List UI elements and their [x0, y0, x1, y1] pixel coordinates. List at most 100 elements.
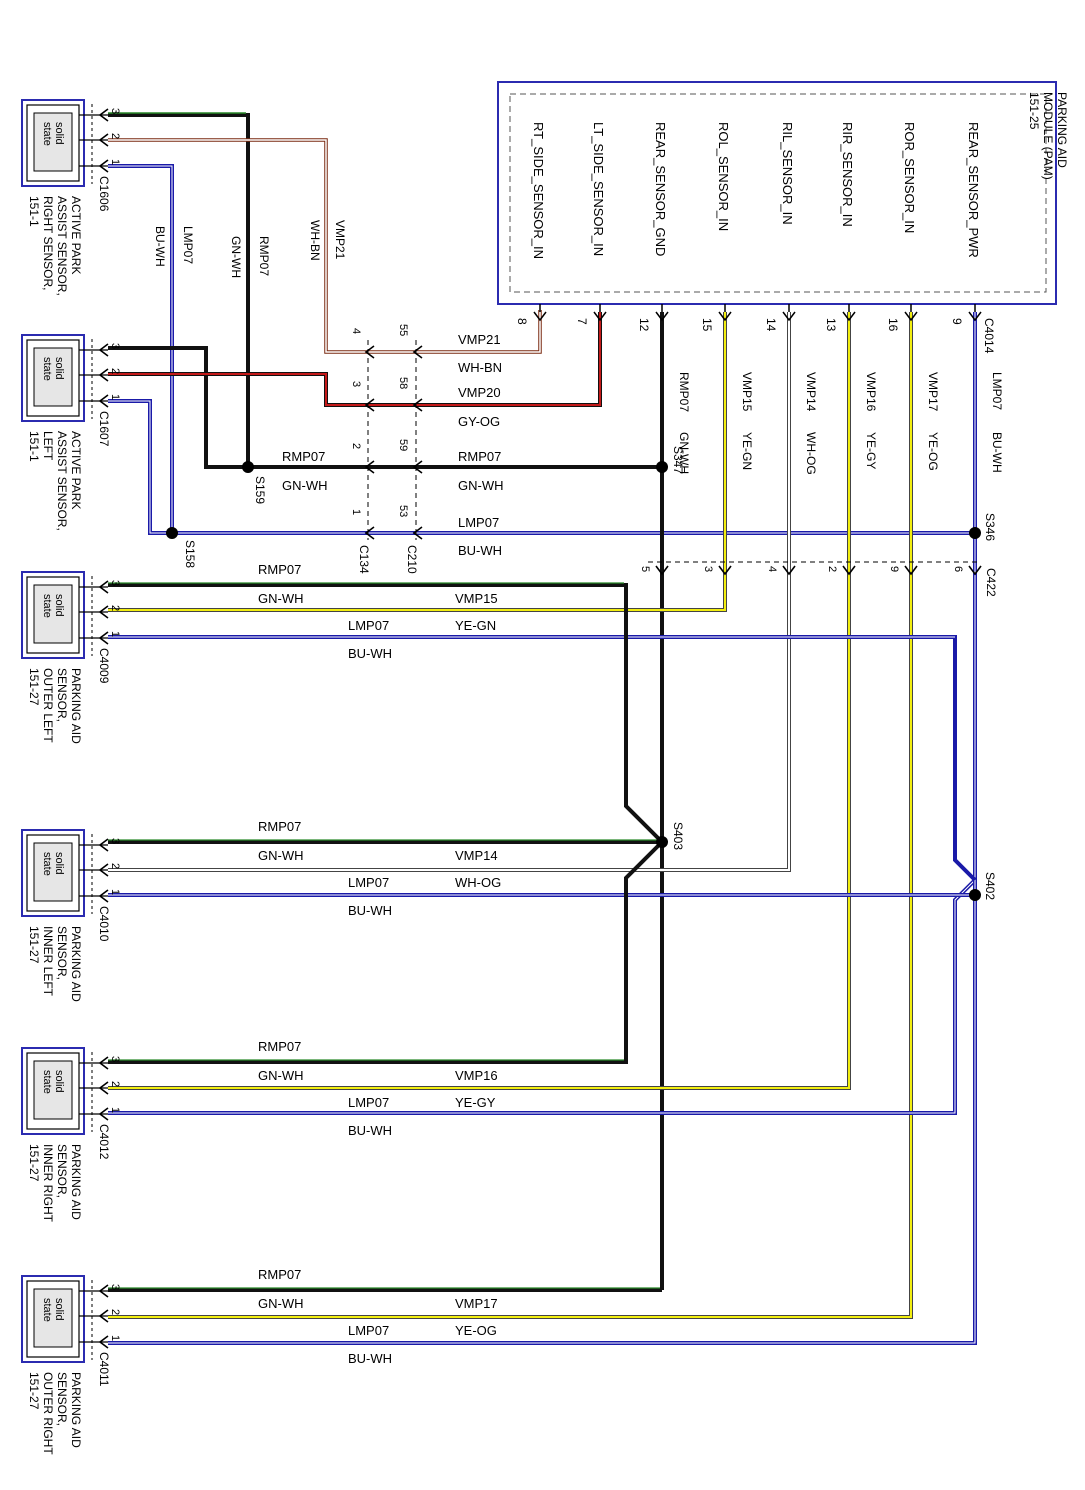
pam-pin-number: 14 — [764, 318, 778, 332]
sensor-inner-frame — [26, 339, 80, 417]
sensor-pin-number: 2 — [109, 1309, 121, 1315]
pam-pin-number: 7 — [575, 318, 589, 325]
sensor-pin-arrow — [98, 889, 109, 903]
splice-label: S346 — [983, 513, 997, 541]
wire-label-vmp20: VMP20 — [458, 385, 501, 400]
sensor-name-line: 151-27 — [27, 668, 41, 706]
sensor-pin-arrow — [98, 838, 109, 852]
pam-pin-arrow — [968, 311, 982, 322]
sensor-connector-label: C4011 — [97, 1352, 111, 1387]
sensor-pin-number: 2 — [109, 368, 121, 374]
wire-label-wh-bn: WH-BN — [458, 360, 502, 375]
inline-arrow — [904, 565, 918, 576]
pam-pin-number: 9 — [950, 318, 964, 325]
wire-label-c4009: VMP15 — [455, 591, 498, 606]
inline-arrow — [412, 460, 423, 474]
pam-wire-color-label: WH-OG — [804, 432, 818, 475]
wire-label-c4012: RMP07 — [258, 1039, 301, 1054]
pam-pin-number: 16 — [886, 318, 900, 332]
sensor-pin-number: 3 — [109, 838, 121, 844]
wire-label-c4012: GN-WH — [258, 1068, 304, 1083]
solid-state-label: state — [41, 1070, 53, 1094]
wire-label-c4010: BU-WH — [348, 903, 392, 918]
wire-label-c4011: BU-WH — [348, 1351, 392, 1366]
sensor-name-line: SENSOR, — [55, 1144, 69, 1198]
inline-c134-pin: 1 — [350, 509, 362, 515]
splice-label: S347 — [671, 446, 685, 474]
inline-arrow — [412, 398, 423, 412]
sensor-name-line: ASSIST SENSOR, — [55, 431, 69, 531]
sensor-pin-arrow — [98, 1107, 109, 1121]
pam-pin-number: 8 — [515, 318, 529, 325]
wire-label-c4010: VMP14 — [455, 848, 498, 863]
pam-circuit-label: VMP17 — [926, 372, 940, 412]
sensor-pin-arrow — [98, 159, 109, 173]
inline-c134-pin: 3 — [350, 381, 362, 387]
pam-signal-label: ROL_SENSOR_IN — [716, 122, 731, 231]
inline-arrow — [968, 565, 982, 576]
sensor-name-line: 151-27 — [27, 926, 41, 964]
sensor-inner-frame — [26, 1052, 80, 1130]
sensor-pin-arrow — [98, 133, 109, 147]
inline-c134-pin: 4 — [350, 328, 362, 334]
c1606-circuit-label: WH-BN — [308, 220, 322, 261]
wire-label-c4012: YE-GY — [455, 1095, 496, 1110]
sensor-name-line: SENSOR, — [55, 1372, 69, 1426]
wire-label-c4009: LMP07 — [348, 618, 389, 633]
sensor-name-line: PARKING AID — [69, 668, 83, 744]
wire-c1607-rmp07 — [108, 346, 662, 469]
sensor-pin-number: 3 — [109, 580, 121, 586]
c1606-circuit-label: GN-WH — [229, 236, 243, 278]
sensor-name-line: PARKING AID — [69, 1372, 83, 1448]
sensor-pin-number: 1 — [109, 1335, 121, 1341]
inline-c134-pin: 2 — [350, 443, 362, 449]
c1606-circuit-label: RMP07 — [257, 236, 271, 276]
sensor-inner-frame — [26, 576, 80, 654]
sensor-pin-arrow — [98, 631, 109, 645]
sensor-pin-arrow — [98, 863, 109, 877]
wire-label-gy-og: GY-OG — [458, 414, 500, 429]
sensor-name-line: SENSOR, — [55, 668, 69, 722]
sensor-name-line: ASSIST SENSOR, — [55, 196, 69, 296]
pam-pin-arrow — [533, 311, 547, 322]
pam-title-line: MODULE (PAM) — [1041, 92, 1055, 180]
inline-arrow — [412, 345, 423, 359]
inline-c422-pin: 3 — [702, 566, 714, 572]
pam-signal-label: REAR_SENSOR_GND — [653, 122, 668, 256]
pam-signal-label: RT_SIDE_SENSOR_IN — [531, 122, 546, 259]
sensor-pin-number: 3 — [109, 1284, 121, 1290]
sensor-name-line: 151-27 — [27, 1372, 41, 1410]
inline-c422-pin: 5 — [639, 566, 651, 572]
inline-arrow — [364, 398, 375, 412]
sensor-name-line: OUTER LEFT — [41, 668, 55, 743]
wire-label-rmp07: RMP07 — [282, 449, 325, 464]
sensor-name-line: RIGHT SENSOR, — [41, 196, 55, 290]
sensor-name-line: INNER LEFT — [41, 926, 55, 997]
pam-signal-label: LT_SIDE_SENSOR_IN — [591, 122, 606, 256]
solid-state-label: state — [41, 1298, 53, 1322]
sensor-name-line: INNER RIGHT — [41, 1144, 55, 1223]
wire-label-c4010: WH-OG — [455, 875, 501, 890]
wire-label-c4011: GN-WH — [258, 1296, 304, 1311]
sensor-pin-arrow — [98, 605, 109, 619]
wire-label-c4009: RMP07 — [258, 562, 301, 577]
pam-wire-color-label: YE-GN — [740, 432, 754, 470]
wire-label-c4012: LMP07 — [348, 1095, 389, 1110]
sensor-pin-number: 2 — [109, 1081, 121, 1087]
pam-pin-arrow — [904, 311, 918, 322]
sensor-pin-arrow — [98, 1335, 109, 1349]
pam-signal-label: RIL_SENSOR_IN — [780, 122, 795, 225]
inline-arrow — [412, 526, 423, 540]
wire-label-c4010: RMP07 — [258, 819, 301, 834]
wire-label-c4009: YE-GN — [455, 618, 496, 633]
sensor-pin-number: 1 — [109, 159, 121, 165]
sensor-pin-number: 1 — [109, 394, 121, 400]
pam-circuit-label: LMP07 — [990, 372, 1004, 410]
inline-c210-label: C210 — [405, 545, 419, 574]
inline-connectors — [367, 340, 980, 563]
wire-label-gn-wh: GN-WH — [282, 478, 328, 493]
